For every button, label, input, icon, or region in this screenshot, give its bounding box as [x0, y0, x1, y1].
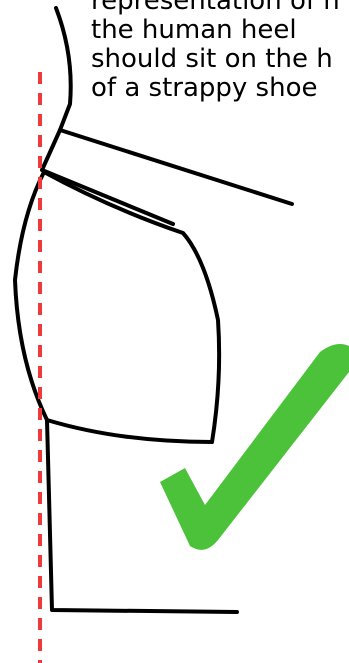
checkmark-icon	[160, 344, 349, 550]
ankle-strap	[42, 130, 292, 224]
leg-contour	[56, 8, 71, 130]
heel-outline	[15, 172, 219, 442]
